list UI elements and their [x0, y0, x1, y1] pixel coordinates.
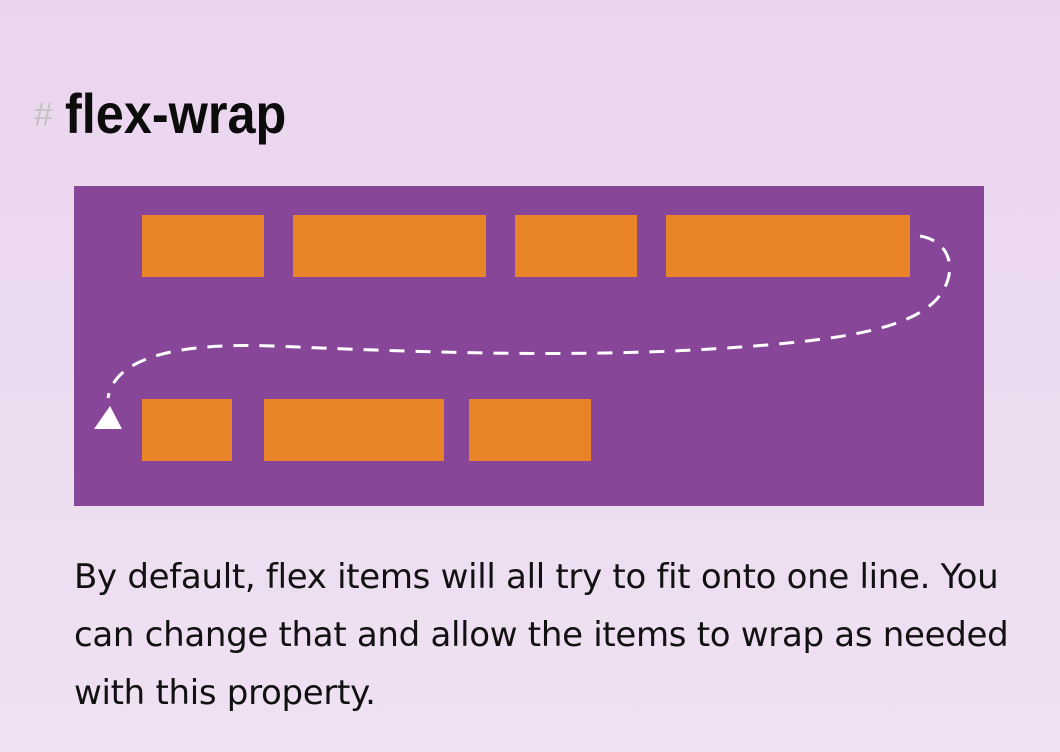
flex-item	[142, 215, 264, 277]
wrap-path	[106, 234, 952, 399]
flex-item	[515, 215, 637, 277]
arrowhead	[94, 406, 122, 429]
description-text: By default, flex items will all try to f…	[74, 557, 1009, 713]
wrap-arrow-icon	[94, 234, 952, 429]
flex-item	[469, 399, 591, 461]
flex-item	[142, 399, 232, 461]
page-title: flex-wrap	[64, 82, 287, 145]
flex-item	[666, 215, 910, 277]
flex-item	[293, 215, 486, 277]
anchor-hash-link[interactable]: #	[34, 96, 53, 134]
section-heading: # flex-wrap	[34, 86, 311, 156]
flex-item	[264, 399, 444, 461]
flex-wrap-diagram	[74, 186, 984, 506]
